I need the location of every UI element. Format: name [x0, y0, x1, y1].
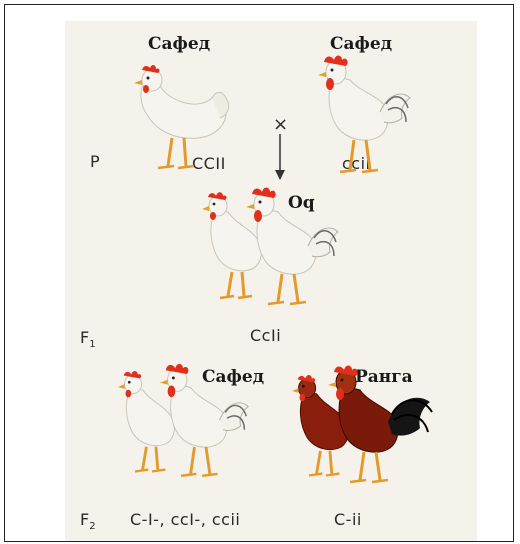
red-rooster-icon — [326, 362, 436, 492]
f2-right-genotype: C-ii — [334, 510, 362, 529]
white-rooster-icon — [244, 184, 344, 314]
f2-left-genotypes: C-I-, ccI-, ccii — [130, 510, 240, 529]
white-rooster-icon — [314, 52, 414, 187]
generation-f2-label: F2 — [80, 510, 96, 532]
f1-genotype: CcIi — [250, 326, 281, 345]
generation-p-label: P — [90, 152, 100, 171]
p-right-phenotype-label: Сафед — [330, 34, 392, 54]
cross-arrow-icon — [272, 132, 288, 182]
p-left-phenotype-label: Сафед — [148, 34, 210, 54]
white-hen-icon — [128, 58, 238, 183]
generation-f1-label: F1 — [80, 328, 96, 350]
white-rooster-icon — [158, 360, 254, 486]
